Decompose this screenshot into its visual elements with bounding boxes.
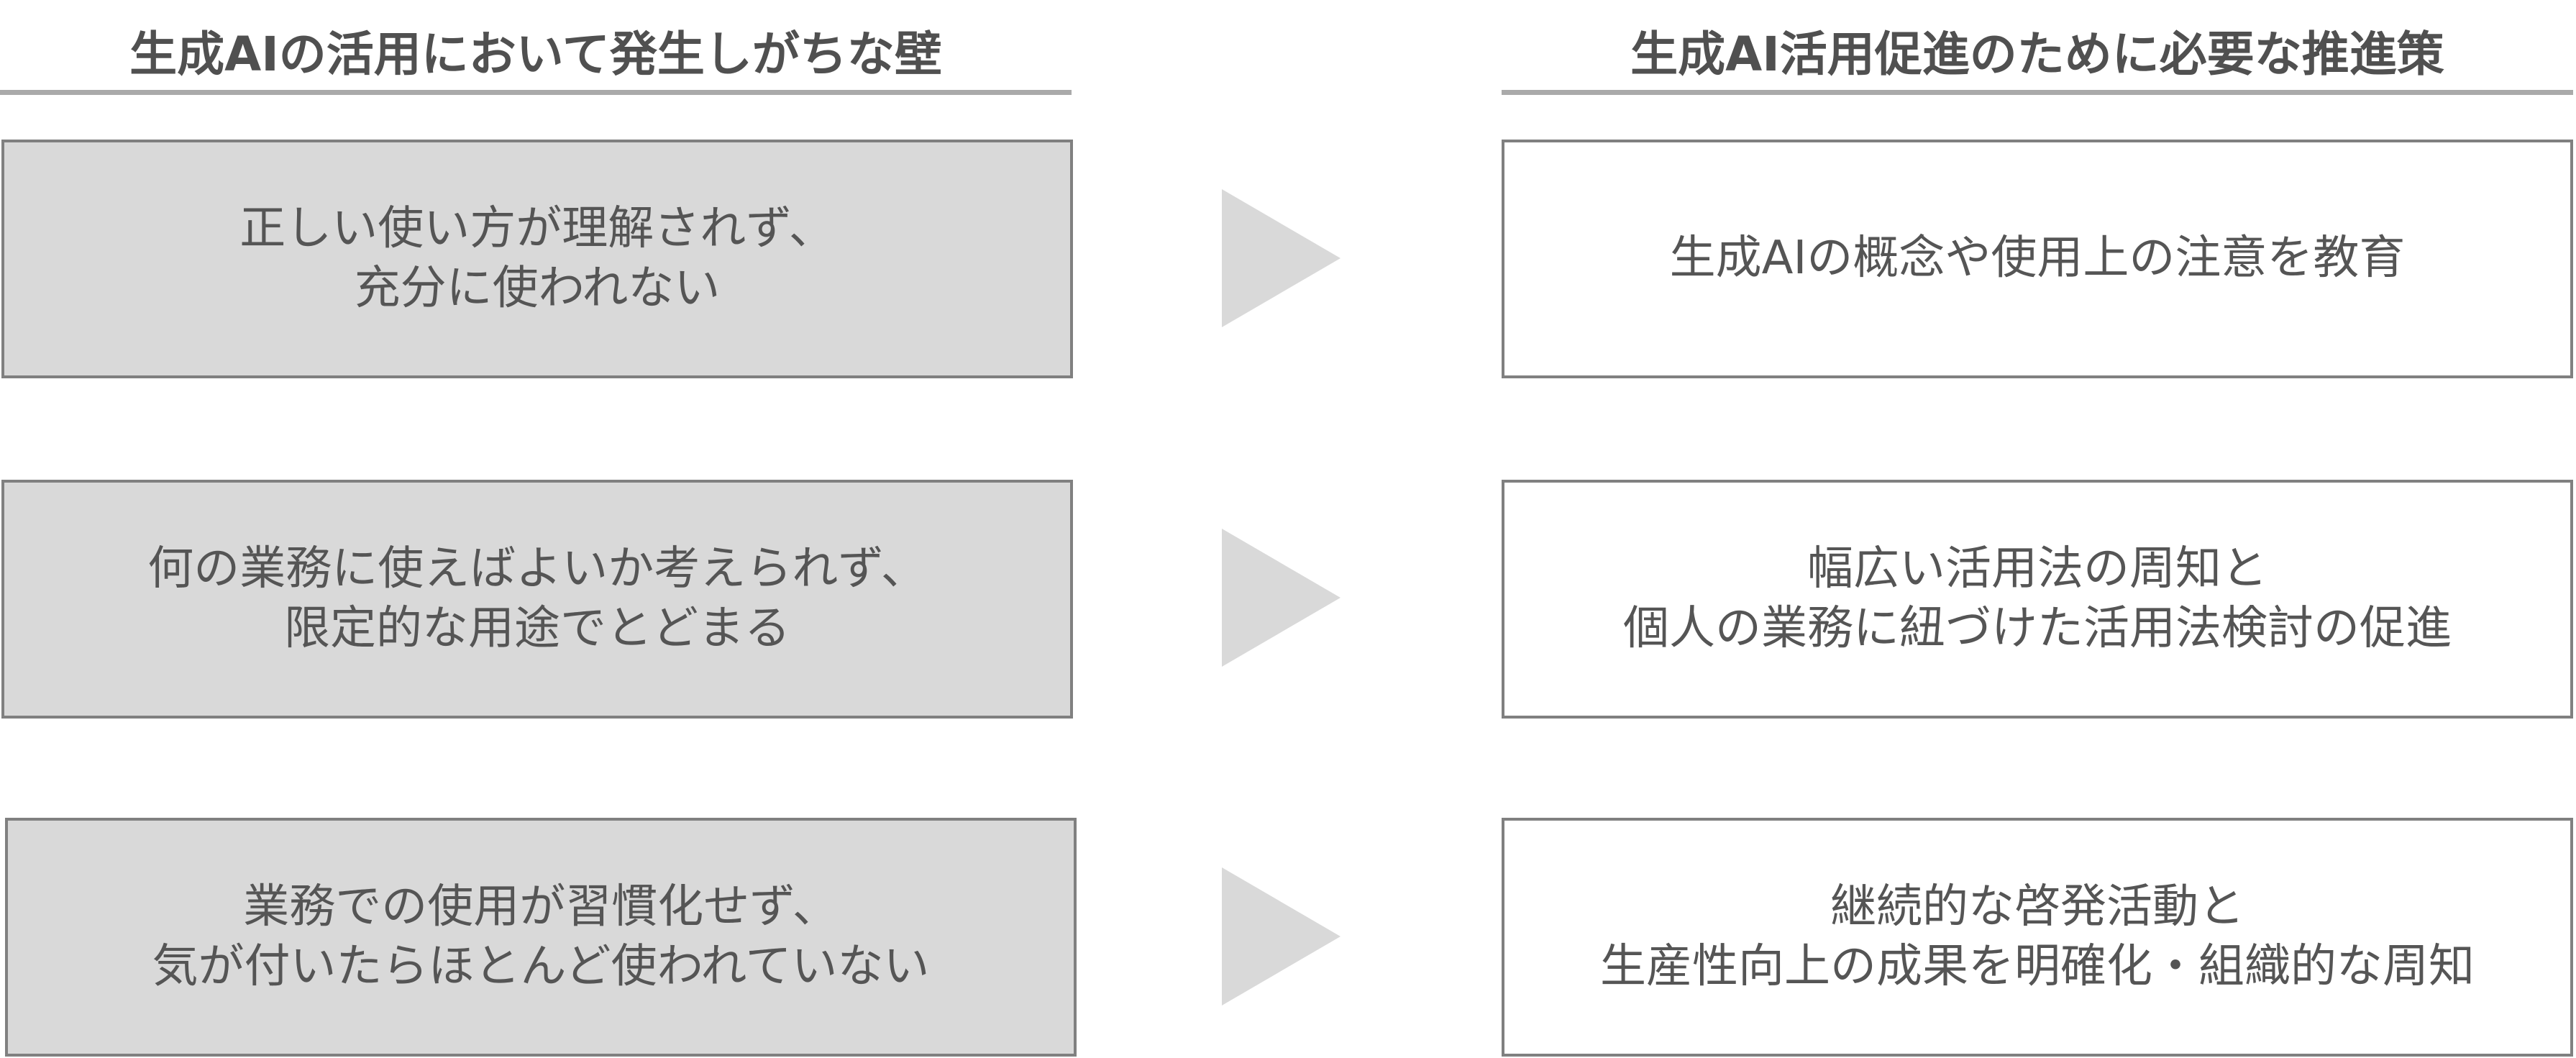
barrier-box-3: 業務での使用が習慣化せず、 気が付いたらほとんど使われていない (5, 818, 1077, 1057)
barrier-text: 業務での使用が習慣化せず、 (243, 880, 839, 934)
arrow-right-icon (1222, 189, 1340, 327)
measure-box-3: 継続的な啓発活動と 生産性向上の成果を明確化・組織的な周知 (1502, 818, 2573, 1057)
measure-box-2: 幅広い活用法の周知と 個人の業務に紐づけた活用法検討の促進 (1502, 480, 2573, 719)
barriers-header-line (0, 90, 1072, 95)
barrier-text: 充分に使われない (354, 262, 721, 315)
barrier-text: 限定的な用途でとどまる (284, 602, 790, 655)
barriers-header: 生成AIの活用において発生しがちな壁 (129, 27, 942, 82)
measure-text: 生成AIの概念や使用上の注意を教育 (1669, 232, 2406, 286)
measure-text: 個人の業務に紐づけた活用法検討の促進 (1623, 602, 2452, 655)
measure-text: 生産性向上の成果を明確化・組織的な周知 (1600, 940, 2475, 993)
barrier-text: 何の業務に使えばよいか考えられず、 (147, 542, 927, 596)
measure-box-1: 生成AIの概念や使用上の注意を教育 (1502, 140, 2573, 378)
measures-header-line (1502, 90, 2573, 95)
measure-text: 幅広い活用法の周知と (1807, 542, 2267, 596)
measures-header: 生成AI活用促進のために必要な推進策 (1630, 27, 2444, 82)
barrier-box-1: 正しい使い方が理解されず、 充分に使われない (1, 140, 1073, 378)
arrow-right-icon (1222, 867, 1340, 1005)
arrow-right-icon (1222, 529, 1340, 667)
barrier-text: 正しい使い方が理解されず、 (239, 201, 835, 255)
measure-text: 継続的な啓発活動と (1830, 880, 2244, 934)
barrier-text: 気が付いたらほとんど使われていない (152, 940, 930, 993)
barrier-box-2: 何の業務に使えばよいか考えられず、 限定的な用途でとどまる (1, 480, 1073, 719)
